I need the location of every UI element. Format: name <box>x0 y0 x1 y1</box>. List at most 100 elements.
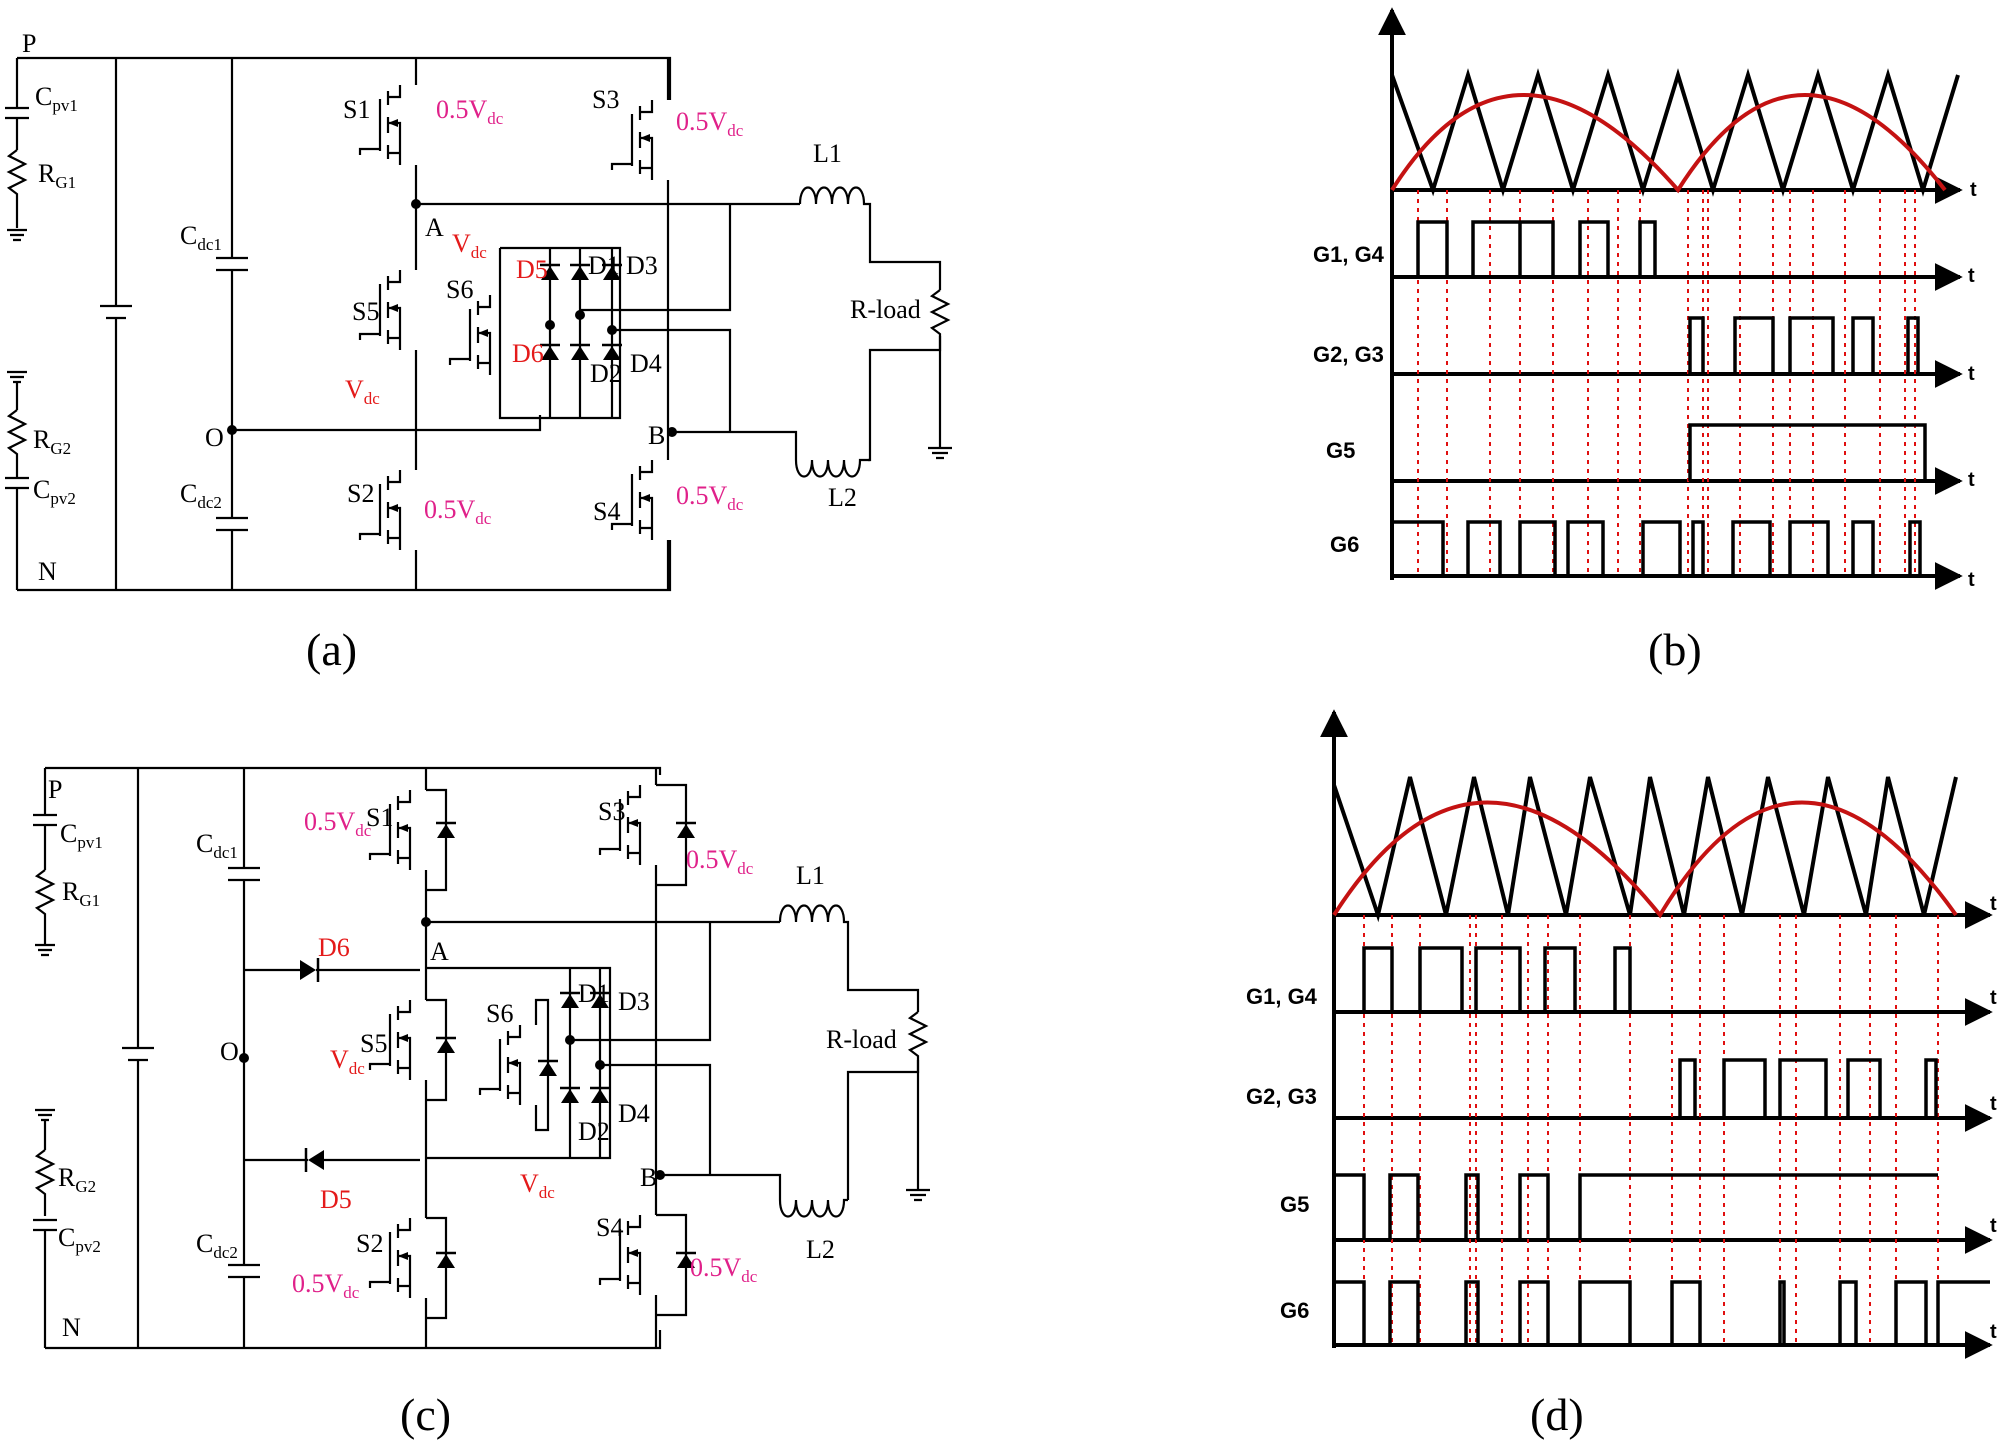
rload-label: R-load <box>850 295 921 324</box>
svg-text:0.5Vdc: 0.5Vdc <box>686 845 754 878</box>
c-v-s2-sub: dc <box>343 1283 360 1302</box>
panel-a-circuit <box>5 56 952 592</box>
svg-text:0.5Vdc: 0.5Vdc <box>690 1253 758 1286</box>
v-s6-sub: dc <box>471 243 488 262</box>
svg-text:RG1: RG1 <box>38 159 76 192</box>
svg-text:RG2: RG2 <box>58 1163 96 1196</box>
rg1-sub: G1 <box>55 173 76 192</box>
node-a-label: A <box>425 213 444 242</box>
v-s4-label: 0.5V <box>676 481 728 510</box>
c-cpv2-sub: pv2 <box>75 1237 101 1256</box>
b-gate-g1g4: G1, G4 <box>1313 242 1385 267</box>
svg-text:Vdc: Vdc <box>330 1045 365 1078</box>
c-s4-label: S4 <box>596 1213 623 1242</box>
s4-label: S4 <box>593 497 620 526</box>
c-cpv2-label: C <box>58 1223 75 1252</box>
c-cdc1-sub: dc1 <box>213 843 238 862</box>
l2-label: L2 <box>828 483 857 512</box>
c-v-s3-label: 0.5V <box>686 845 738 874</box>
s3-label: S3 <box>592 85 619 114</box>
c-cpv1-sub: pv1 <box>77 833 103 852</box>
b-axis-t4: t <box>1968 469 1975 491</box>
c-cdc1-label: C <box>196 829 213 858</box>
rg1-label: R <box>38 159 56 188</box>
cpv1-label: C <box>35 82 52 111</box>
b-gate-g2g3: G2, G3 <box>1313 342 1384 367</box>
svg-text:Cdc1: Cdc1 <box>196 829 238 862</box>
c-d2-label: D2 <box>578 1117 610 1146</box>
cpv2-sub: pv2 <box>50 489 76 508</box>
c-d5-label: D5 <box>320 1185 352 1214</box>
b-axis-t5: t <box>1968 569 1975 591</box>
d-gate-g2g3: G2, G3 <box>1246 1084 1317 1109</box>
c-v-s6-sub: dc <box>539 1183 556 1202</box>
cdc2-label: C <box>180 479 197 508</box>
panel-d-waveforms: G1, G4 G2, G3 G5 G6 t t t t t (d) <box>1246 709 1997 1440</box>
caption-a: (a) <box>306 624 357 675</box>
c-v-s3-sub: dc <box>737 859 754 878</box>
svg-text:Cpv1: Cpv1 <box>60 819 103 852</box>
c-node-b-label: B <box>640 1163 657 1192</box>
b-axis-t3: t <box>1968 363 1975 385</box>
c-rg2-label: R <box>58 1163 76 1192</box>
b-gate-g6: G6 <box>1330 532 1359 557</box>
d6-label: D6 <box>512 339 544 368</box>
v-s1-label: 0.5V <box>436 95 488 124</box>
node-n-label: N <box>38 557 57 586</box>
svg-text:Cpv2: Cpv2 <box>58 1223 101 1256</box>
l1-label: L1 <box>813 139 842 168</box>
c-l1-label: L1 <box>796 861 825 890</box>
d-axis-t4: t <box>1990 1215 1997 1237</box>
c-v-s1-sub: dc <box>355 821 372 840</box>
c-v-s1-label: 0.5V <box>304 807 356 836</box>
s5-label: S5 <box>352 297 379 326</box>
v-s1-sub: dc <box>487 109 504 128</box>
svg-text:0.5Vdc: 0.5Vdc <box>424 495 492 528</box>
c-s6-label: S6 <box>486 999 513 1028</box>
svg-text:Cpv2: Cpv2 <box>33 475 76 508</box>
d-axis-t3: t <box>1990 1093 1997 1115</box>
c-s2-label: S2 <box>356 1229 383 1258</box>
d3-label: D3 <box>626 251 658 280</box>
cpv2-label: C <box>33 475 50 504</box>
c-d6-label: D6 <box>318 933 350 962</box>
d-gate-g5: G5 <box>1280 1192 1309 1217</box>
d-gate-g6: G6 <box>1280 1298 1309 1323</box>
panel-a-labels: P N O A B Cpv1 RG1 RG2 Cpv2 Cdc1 Cdc2 S1… <box>22 29 921 675</box>
svg-text:Vdc: Vdc <box>520 1169 555 1202</box>
v-s3-label: 0.5V <box>676 107 728 136</box>
svg-text:Cdc1: Cdc1 <box>180 221 222 254</box>
svg-text:RG2: RG2 <box>33 425 71 458</box>
c-v-s4-label: 0.5V <box>690 1253 742 1282</box>
c-node-p-label: P <box>48 775 62 804</box>
c-cdc2-label: C <box>196 1229 213 1258</box>
caption-b: (b) <box>1648 624 1702 675</box>
svg-text:0.5Vdc: 0.5Vdc <box>676 107 744 140</box>
rg2-sub: G2 <box>50 439 71 458</box>
v-s2-sub: dc <box>475 509 492 528</box>
panel-c-circuit <box>33 766 930 1350</box>
c-v-s5-label: V <box>330 1045 349 1074</box>
d1-label: D1 <box>588 251 620 280</box>
b-gate-g5: G5 <box>1326 438 1355 463</box>
c-rload-label: R-load <box>826 1025 897 1054</box>
c-node-n-label: N <box>62 1313 81 1342</box>
cdc1-label: C <box>180 221 197 250</box>
b-axis-t2: t <box>1968 265 1975 287</box>
d5-label: D5 <box>516 255 548 284</box>
svg-text:0.5Vdc: 0.5Vdc <box>292 1269 360 1302</box>
c-node-o-label: O <box>220 1037 239 1066</box>
cdc2-sub: dc2 <box>197 493 222 512</box>
c-d3-label: D3 <box>618 987 650 1016</box>
c-rg1-label: R <box>62 877 80 906</box>
node-o-label: O <box>205 423 224 452</box>
c-cdc2-sub: dc2 <box>213 1243 238 1262</box>
svg-text:RG1: RG1 <box>62 877 100 910</box>
d-axis-t2: t <box>1990 987 1997 1009</box>
svg-text:Cpv1: Cpv1 <box>35 82 78 115</box>
c-s5-label: S5 <box>360 1029 387 1058</box>
c-node-a-label: A <box>430 937 449 966</box>
panel-b-waveforms: G1, G4 G2, G3 G5 G6 t t t t t (b) <box>1313 7 1977 675</box>
c-d4-label: D4 <box>618 1099 650 1128</box>
